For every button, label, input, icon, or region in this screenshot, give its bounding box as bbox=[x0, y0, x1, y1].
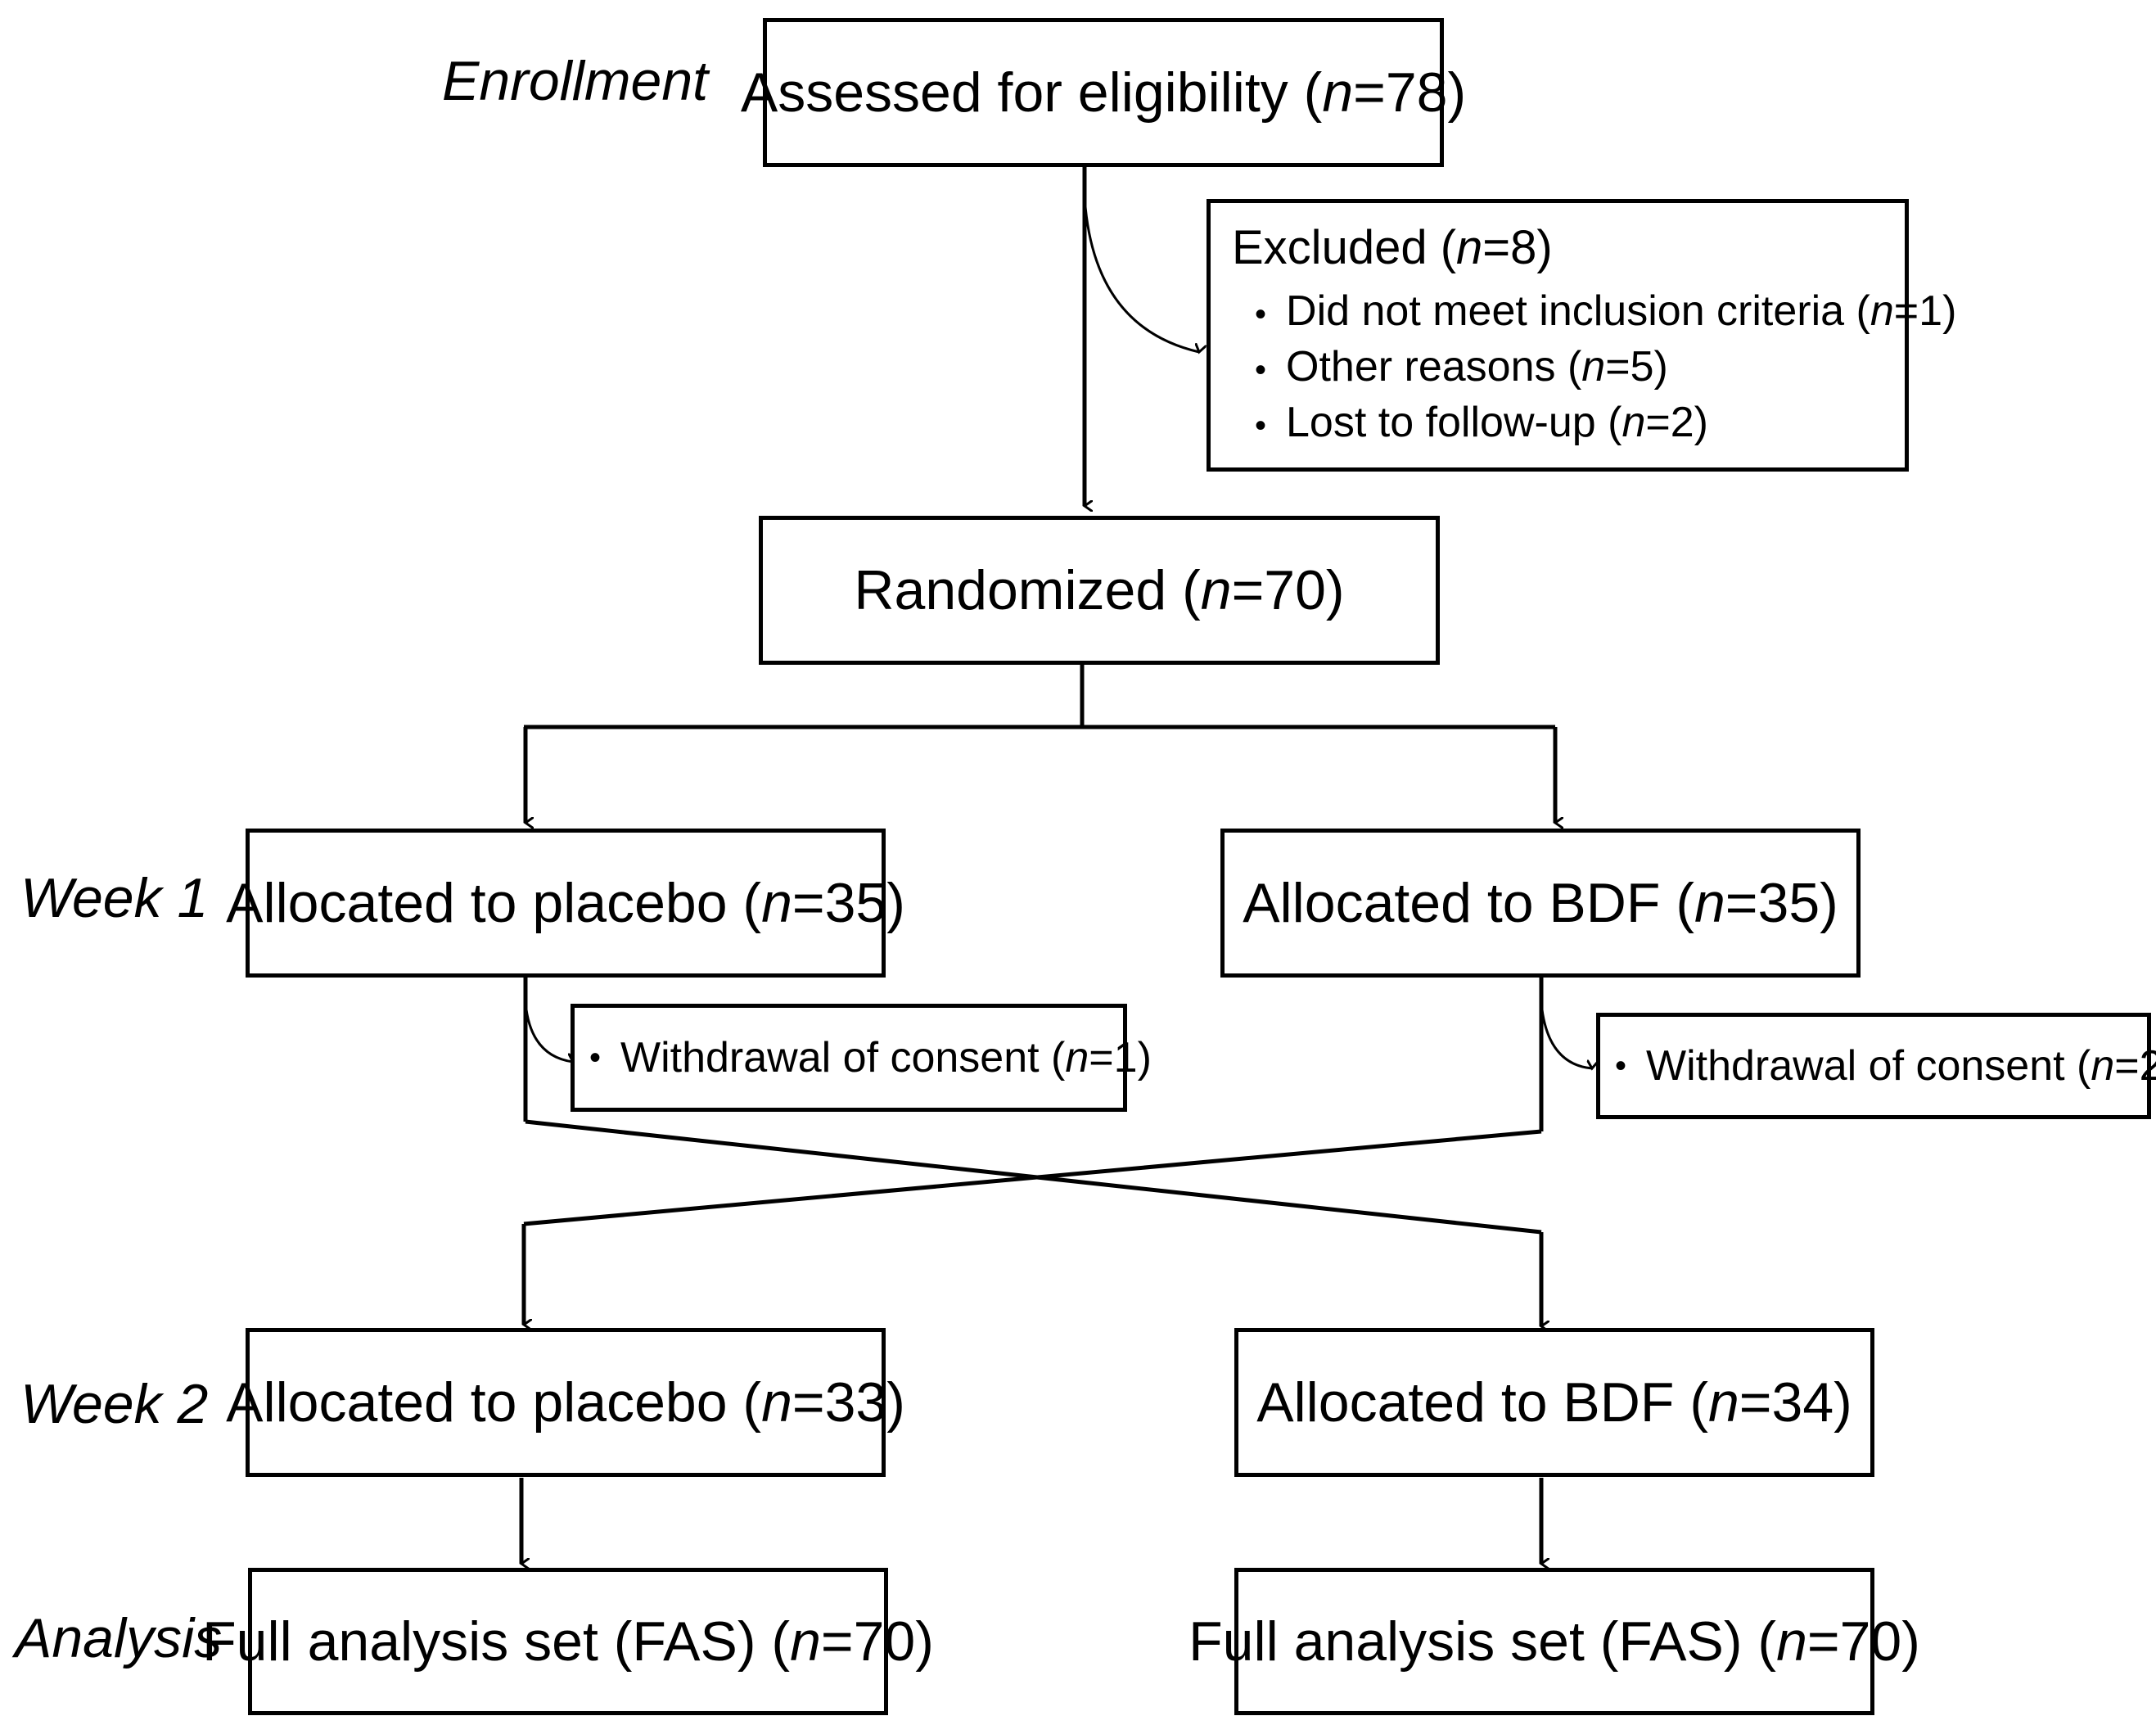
withdraw-placebo-box: •Withdrawal of consent (n=1) bbox=[571, 1004, 1152, 1112]
withdraw-bdf-box: •Withdrawal of consent (n=2) bbox=[1596, 1013, 2156, 1119]
withdraw-bdf-curve bbox=[1540, 1002, 1592, 1068]
analysis-right-box: Full analysis set (FAS) (n=70) bbox=[1189, 1568, 1920, 1715]
excluded-reason: •Other reasons (n=5) bbox=[1255, 343, 1668, 391]
excluded-title: Excluded (n=8) bbox=[1232, 221, 1553, 274]
stage-week2: Week 2 bbox=[20, 1373, 209, 1435]
excluded-box: Excluded (n=8) •Did not meet inclusion c… bbox=[1207, 199, 1956, 472]
randomized-box: Randomized (n=70) bbox=[759, 516, 1440, 665]
arrow-to-excluded bbox=[1083, 196, 1199, 352]
excluded-reason: •Lost to follow-up (n=2) bbox=[1255, 399, 1708, 446]
analysis-left-box: Full analysis set (FAS) (n=70) bbox=[202, 1568, 934, 1715]
stage-enrollment: Enrollment bbox=[442, 50, 709, 112]
week2-placebo-box: Allocated to placebo (n=33) bbox=[226, 1328, 905, 1477]
stage-analysis: Analysis bbox=[15, 1607, 223, 1669]
week1-bdf-box: Allocated to BDF (n=35) bbox=[1220, 829, 1861, 978]
week1-placebo-box: Allocated to placebo (n=35) bbox=[226, 829, 905, 978]
crossover-bdf-to-placebo bbox=[523, 1129, 1542, 1226]
excluded-reason: •Did not meet inclusion criteria (n=1) bbox=[1255, 287, 1957, 335]
stage-week1: Week 1 bbox=[20, 867, 209, 929]
assessed-box: Assessed for eligibility (n=78) bbox=[741, 18, 1466, 167]
week2-bdf-box: Allocated to BDF (n=34) bbox=[1234, 1328, 1874, 1477]
withdraw-placebo-curve bbox=[524, 1002, 573, 1062]
